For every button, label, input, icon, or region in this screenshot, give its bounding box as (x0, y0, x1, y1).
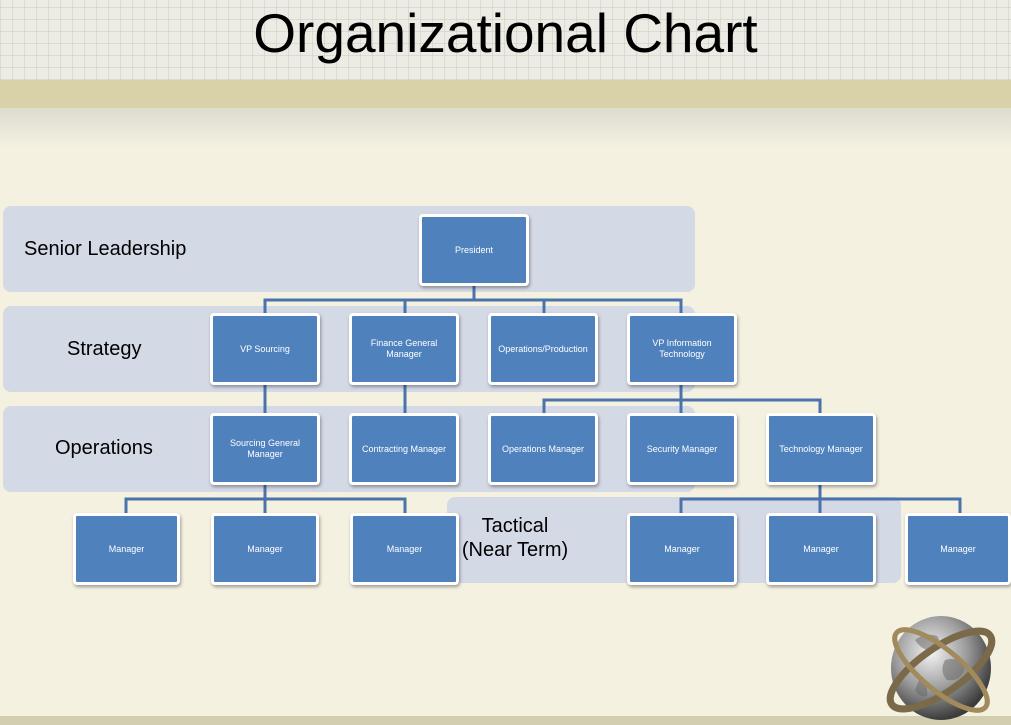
band-label-tactical-line1: Tactical (481, 515, 549, 537)
band-label-operations: Operations (55, 437, 153, 459)
header-accent-bar (0, 80, 1011, 108)
slide-title: Organizational Chart (253, 2, 758, 64)
node-finance-general-manager: Finance General Manager (349, 313, 459, 385)
band-senior-leadership (3, 206, 695, 292)
node-manager: Manager (905, 513, 1011, 585)
node-operations-manager: Operations Manager (488, 413, 598, 485)
node-manager: Manager (766, 513, 876, 585)
header-background (0, 0, 1011, 80)
band-label-senior-leadership: Senior Leadership (24, 238, 187, 260)
node-technology-manager: Technology Manager (766, 413, 876, 485)
node-manager: Manager (350, 513, 459, 585)
node-vp-sourcing: VP Sourcing (210, 313, 320, 385)
node-security-manager: Security Manager (627, 413, 737, 485)
node-operations-production: Operations/Production (488, 313, 598, 385)
band-label-tactical-line2: (Near Term) (461, 539, 569, 561)
header-shadow (0, 108, 1011, 148)
node-manager: Manager (627, 513, 737, 585)
node-sourcing-general-manager: Sourcing General Manager (210, 413, 320, 485)
globe-icon (886, 616, 996, 720)
band-label-tactical: Tactical (Near Term) (455, 514, 575, 562)
band-label-strategy: Strategy (67, 338, 142, 360)
node-manager: Manager (211, 513, 319, 585)
footer-bar (0, 716, 1011, 725)
node-manager: Manager (73, 513, 180, 585)
node-contracting-manager: Contracting Manager (349, 413, 459, 485)
node-vp-information-technology: VP Information Technology (627, 313, 737, 385)
node-president: President (419, 214, 529, 286)
